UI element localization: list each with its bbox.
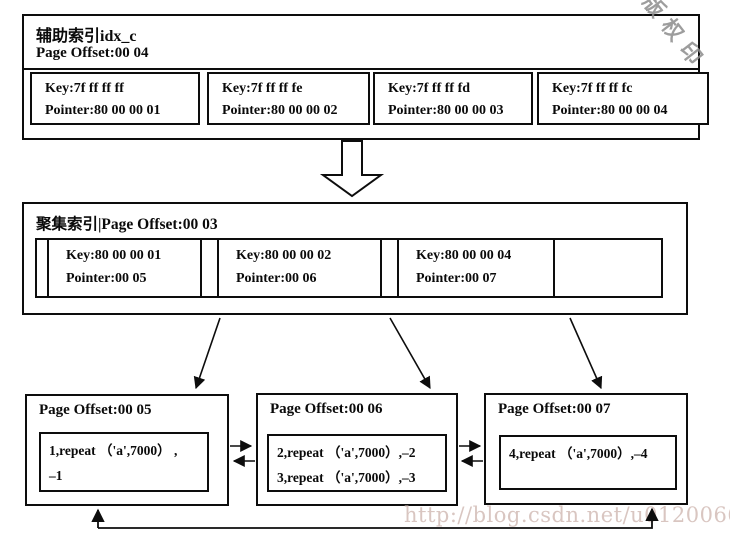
record-divider [200, 240, 202, 296]
data-page-box-00-06: Page Offset:00 06 2,repeat （'a',7000）,–2… [256, 393, 458, 506]
data-page-record-box: 2,repeat （'a',7000）,–2 3,repeat （'a',700… [267, 434, 447, 492]
record-pointer: Pointer:80 00 00 04 [552, 103, 668, 118]
record-pointer: Pointer:80 00 00 02 [222, 103, 338, 118]
data-page-record-box: 1,repeat （'a',7000） , –1 [39, 432, 209, 492]
record-pointer: Pointer:00 07 [416, 271, 497, 286]
aux-index-title: 辅助索引idx_c [36, 28, 137, 45]
hollow-down-arrow [319, 140, 385, 198]
record-key: Key:7f ff ff fe [222, 81, 303, 96]
data-page-box-00-07: Page Offset:00 07 4,repeat （'a',7000）,–4 [484, 393, 688, 505]
record-line: 3,repeat （'a',7000）,–3 [277, 470, 416, 485]
data-page-box-00-05: Page Offset:00 05 1,repeat （'a',7000） , … [25, 394, 229, 506]
record-line: –1 [49, 468, 63, 483]
record-key: Key:7f ff ff ff [45, 81, 124, 96]
record-key: Key:80 00 00 02 [236, 248, 332, 263]
record-line: 4,repeat （'a',7000）,–4 [509, 446, 648, 461]
data-page-title: Page Offset:00 05 [39, 402, 152, 418]
data-page-record-box: 4,repeat （'a',7000）,–4 [499, 435, 677, 490]
record-key: Key:7f ff ff fd [388, 81, 471, 96]
record-pointer: Pointer:00 05 [66, 271, 147, 286]
data-page-title: Page Offset:00 07 [498, 401, 611, 417]
aux-index-page-box: 辅助索引idx_c Page Offset:00 04 Key:7f ff ff… [22, 14, 709, 140]
aux-index-record: Key:7f ff ff fc Pointer:80 00 00 04 [537, 72, 709, 125]
arrow-to-page-00-07 [569, 317, 603, 390]
aux-index-header-divider [24, 68, 698, 70]
aux-index-page-offset: Page Offset:00 04 [36, 45, 149, 61]
record-line: 2,repeat （'a',7000）,–2 [277, 445, 416, 460]
record-divider [397, 240, 399, 296]
record-pointer: Pointer:80 00 00 01 [45, 103, 161, 118]
arrow-to-page-00-06 [389, 317, 431, 390]
clustered-index-title: 聚集索引|Page Offset:00 03 [36, 216, 218, 233]
record-key: Key:7f ff ff fc [552, 81, 633, 96]
clustered-index-record: Key:80 00 00 01 Pointer:00 05 [49, 244, 199, 290]
record-key: Key:80 00 00 04 [416, 248, 512, 263]
record-line: 1,repeat （'a',7000） , [49, 443, 178, 458]
record-pointer: Pointer:80 00 00 03 [388, 103, 504, 118]
aux-index-record: Key:7f ff ff fd Pointer:80 00 00 03 [373, 72, 533, 125]
clustered-index-page-box: 聚集索引|Page Offset:00 03 Key:80 00 00 01 P… [22, 202, 688, 315]
record-divider [553, 240, 555, 296]
aux-index-record: Key:7f ff ff fe Pointer:80 00 00 02 [207, 72, 370, 125]
url-watermark: http://blog.csdn.net/u012006689 [404, 503, 730, 527]
record-divider [217, 240, 219, 296]
aux-index-record: Key:7f ff ff ff Pointer:80 00 00 01 [30, 72, 200, 125]
record-divider [47, 240, 49, 296]
record-pointer: Pointer:00 06 [236, 271, 317, 286]
arrow-to-page-00-05 [193, 317, 221, 390]
record-key: Key:80 00 00 01 [66, 248, 162, 263]
clustered-index-record: Key:80 00 00 02 Pointer:00 06 [219, 244, 379, 290]
clustered-index-record: Key:80 00 00 04 Pointer:00 07 [399, 244, 552, 290]
record-divider [380, 240, 382, 296]
clustered-index-record-row: Key:80 00 00 01 Pointer:00 05 Key:80 00 … [35, 238, 663, 298]
data-page-title: Page Offset:00 06 [270, 401, 383, 417]
